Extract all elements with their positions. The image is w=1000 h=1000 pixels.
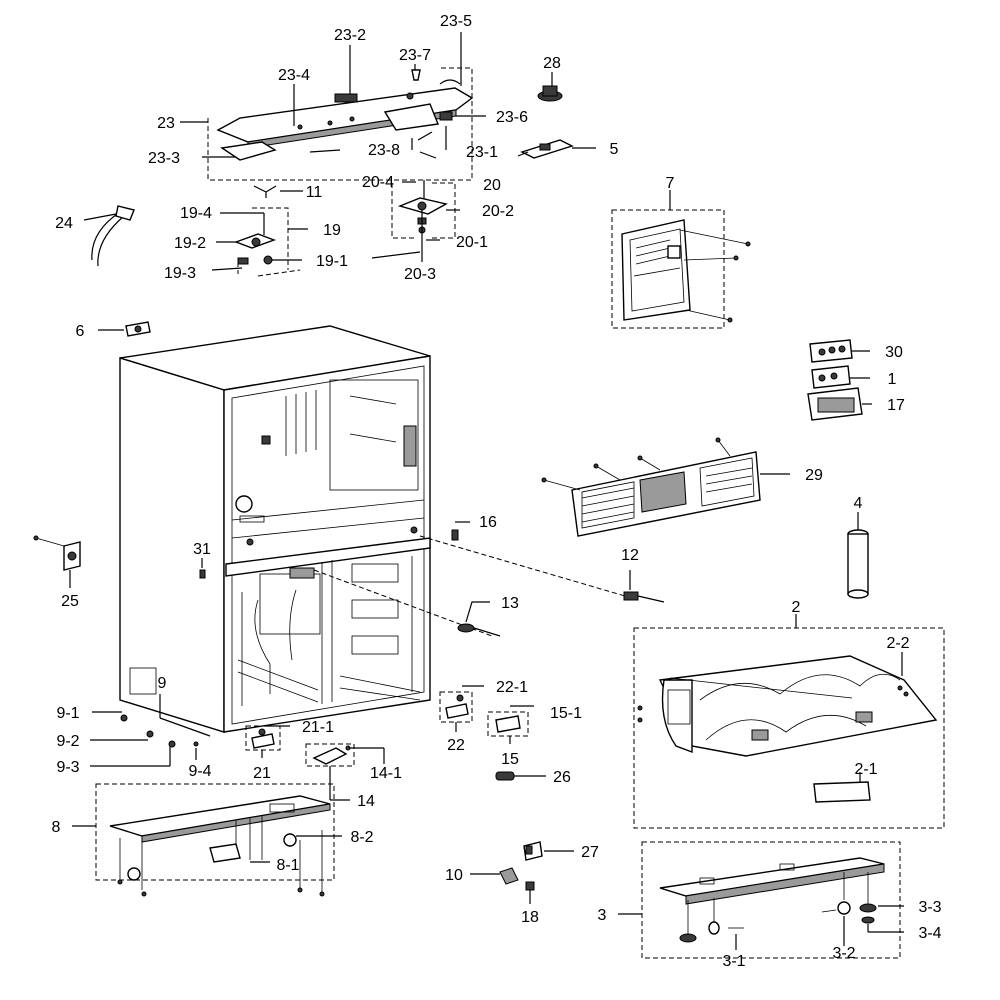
label-28: 28: [543, 55, 561, 72]
label-27: 27: [581, 844, 599, 861]
label-7: 7: [666, 175, 675, 192]
parts-30-1-17-pcb: [807, 339, 872, 421]
label-15-1: 15-1: [550, 705, 582, 722]
label-8-1: 8-1: [276, 857, 299, 874]
label-4: 4: [854, 495, 863, 512]
label-2-2: 2-2: [886, 635, 909, 652]
label-2: 2: [792, 599, 801, 616]
label-23-2: 23-2: [334, 27, 366, 44]
label-20: 20: [483, 177, 501, 194]
label-24: 24: [55, 215, 73, 232]
parts-21-14-hinge: [245, 725, 385, 801]
label-19-3: 19-3: [164, 265, 196, 282]
label-29: 29: [805, 467, 823, 484]
part-13-heater: [457, 601, 501, 637]
label-23-1: 23-1: [466, 144, 498, 161]
label-30: 30: [885, 344, 903, 361]
label-23-5: 23-5: [440, 13, 472, 30]
label-23-6: 23-6: [496, 109, 528, 126]
part-11-clip: [253, 185, 303, 198]
refrigerator-cabinet: [119, 325, 626, 733]
part-4-duct: [847, 512, 869, 599]
parts-9-labels: [90, 694, 211, 767]
label-25: 25: [61, 593, 79, 610]
label-21: 21: [253, 765, 271, 782]
label-6: 6: [76, 323, 85, 340]
label-1: 1: [888, 371, 897, 388]
label-15: 15: [501, 751, 519, 768]
label-22-1: 22-1: [496, 679, 528, 696]
label-31: 31: [193, 541, 211, 558]
part-10-valve: [470, 867, 535, 904]
label-3: 3: [598, 907, 607, 924]
label-9-2: 9-2: [56, 733, 79, 750]
part-26-spring: [495, 771, 546, 781]
part-6-bracket: [98, 321, 151, 337]
label-20-1: 20-1: [456, 234, 488, 251]
label-23: 23: [157, 115, 175, 132]
part-3-front-leg-cover: [618, 841, 904, 959]
label-9: 9: [158, 675, 167, 692]
label-9-1: 9-1: [56, 705, 79, 722]
label-3-1: 3-1: [722, 953, 745, 970]
label-26: 26: [553, 769, 571, 786]
label-22: 22: [447, 737, 465, 754]
label-23-3: 23-3: [148, 150, 180, 167]
label-3-2: 3-2: [832, 945, 855, 962]
part-27-block: [523, 841, 574, 861]
part-5-switch: [517, 139, 596, 159]
label-9-3: 9-3: [56, 759, 79, 776]
part-24-power-cord: [83, 205, 135, 267]
label-20-4: 20-4: [362, 174, 394, 191]
label-23-4: 23-4: [278, 67, 310, 84]
hinge-assembly-23: [180, 32, 486, 181]
label-9-4: 9-4: [188, 763, 211, 780]
label-3-4: 3-4: [918, 925, 941, 942]
hinge-assembly-19: [211, 207, 308, 277]
label-19-1: 19-1: [316, 253, 348, 270]
label-8-2: 8-2: [350, 829, 373, 846]
label-21-1: 21-1: [302, 719, 334, 736]
label-13: 13: [501, 595, 519, 612]
part-8-base-plate: [72, 783, 342, 897]
part-7-control-panel: [611, 190, 751, 329]
part-28-cap: [537, 72, 563, 102]
label-19-2: 19-2: [174, 235, 206, 252]
label-20-2: 20-2: [482, 203, 514, 220]
label-19: 19: [323, 222, 341, 239]
parts-22-15-hinge: [439, 685, 534, 744]
label-12: 12: [621, 547, 639, 564]
part-31-screw: [199, 558, 206, 579]
label-8: 8: [52, 819, 61, 836]
label-23-7: 23-7: [399, 47, 431, 64]
label-19-4: 19-4: [180, 205, 212, 222]
label-11: 11: [306, 184, 323, 201]
label-17: 17: [887, 397, 905, 414]
part-12-sensor: [623, 570, 665, 603]
label-18: 18: [521, 909, 539, 926]
label-20-3: 20-3: [404, 266, 436, 283]
label-23-8: 23-8: [368, 142, 400, 159]
label-2-1: 2-1: [854, 761, 877, 778]
label-5: 5: [610, 141, 619, 158]
label-10: 10: [445, 867, 463, 884]
part-29-evaporator-cover: [541, 437, 790, 537]
hinge-assembly-20: [371, 180, 460, 262]
label-3-3: 3-3: [918, 899, 941, 916]
label-16: 16: [479, 514, 497, 531]
part-2-evaporator-assembly: [633, 614, 945, 829]
label-14-1: 14-1: [370, 765, 402, 782]
label-14: 14: [357, 793, 375, 810]
part-16-screw: [451, 521, 470, 541]
part-25-holder: [33, 535, 81, 588]
